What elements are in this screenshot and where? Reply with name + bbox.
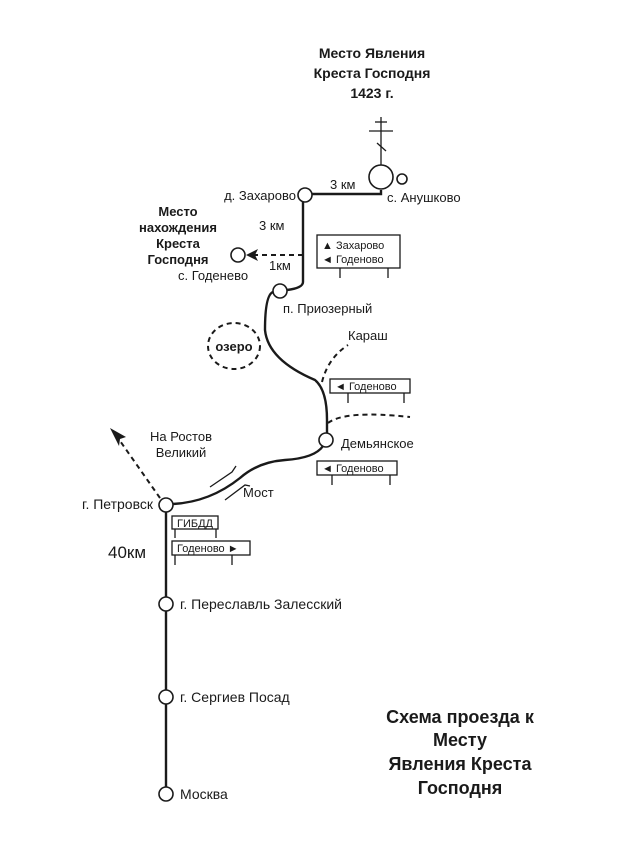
road-to-karash: [321, 344, 349, 383]
scheme-title-line: Явления Креста: [388, 754, 532, 774]
petrovsk-label: г. Петровск: [82, 496, 154, 512]
orthodox-cross-icon: [369, 117, 393, 166]
road-sign-godenevo-right: Годеново ►: [171, 540, 251, 565]
karash-label: Караш: [348, 328, 388, 343]
rostov-label-line: На Ростов: [150, 429, 212, 444]
moskva-node[interactable]: [158, 786, 174, 802]
sergiev-posad-label: г. Сергиев Посад: [180, 689, 290, 705]
rostov-label: На Ростов Великий: [150, 429, 212, 460]
bridge-icon: [209, 465, 251, 501]
road-zakharovo-priozerny: [286, 202, 305, 292]
site-title-line: 1423 г.: [350, 85, 393, 101]
distance-label: 40км: [108, 543, 146, 562]
rostov-label-line: Великий: [156, 445, 207, 460]
road-to-rostov: [117, 437, 161, 499]
sergiev-posad-node[interactable]: [158, 689, 174, 705]
anushkovo-label: с. Анушково: [387, 190, 461, 205]
site-title: Место Явления Креста Господня 1423 г.: [314, 45, 431, 101]
distance-label: 3 км: [259, 218, 285, 233]
priozerny-node[interactable]: [272, 283, 288, 299]
demyanskoye-node[interactable]: [318, 432, 334, 448]
zakharovo-node[interactable]: [297, 187, 313, 203]
site-title-line: Креста Господня: [314, 65, 431, 81]
site-node[interactable]: [368, 164, 394, 190]
godenevo-label: с. Годенево: [178, 268, 248, 283]
scheme-title-line: Схема проезда к: [386, 707, 535, 727]
godenevo-node[interactable]: [230, 247, 246, 263]
find-place-line: Господня: [147, 252, 208, 267]
priozerny-label: п. Приозерный: [283, 301, 372, 316]
sign-text: ◄ Годеново: [322, 463, 384, 475]
road-demyanskoye-petrovsk: [172, 445, 324, 506]
bridge-label: Мост: [243, 485, 274, 500]
distance-label: 3 км: [330, 177, 356, 192]
anushkovo-node[interactable]: [396, 173, 408, 185]
scheme-title-line: Месту: [433, 730, 487, 750]
road-anushkovo-zakharovo: [310, 190, 383, 196]
sign-text: ◄ Годеново: [322, 254, 384, 266]
road-side-east: [327, 413, 411, 424]
distance-label: 1км: [269, 258, 291, 273]
sign-text: Годеново ►: [177, 543, 239, 555]
zakharovo-label: д. Захарово: [224, 188, 296, 203]
find-place-line: нахождения: [139, 220, 217, 235]
find-place-line: Место: [158, 204, 197, 219]
arrow-left-icon: [246, 249, 258, 261]
sign-text: ▲ Захарово: [322, 240, 384, 252]
lake-label: озеро: [215, 339, 252, 354]
find-place-line: Креста: [156, 236, 201, 251]
sign-text: ◄ Годеново: [335, 381, 397, 393]
road-sign-zakharovo-godenevo: ▲ Захарово ◄ Годеново: [316, 234, 401, 278]
road-sign-gibdd: ГИБДД: [171, 515, 219, 538]
moskva-label: Москва: [180, 786, 228, 802]
scheme-title-line: Господня: [418, 778, 503, 798]
find-place-title: Место нахождения Креста Господня: [139, 204, 217, 267]
sign-text: ГИБДД: [177, 518, 214, 530]
arrow-up-left-icon: [110, 428, 126, 446]
road-sign-godenevo: ◄ Годеново: [329, 378, 411, 403]
site-title-line: Место Явления: [319, 45, 425, 61]
scheme-title: Схема проезда к Месту Явления Креста Гос…: [386, 707, 535, 798]
lake: [207, 322, 261, 370]
pereslavl-node[interactable]: [158, 596, 174, 612]
demyanskoye-label: Демьянское: [341, 436, 414, 451]
pereslavl-label: г. Переславль Залесский: [180, 596, 342, 612]
petrovsk-node[interactable]: [158, 497, 174, 513]
road-sign-godenevo: ◄ Годеново: [316, 460, 398, 485]
road-priozerny-demyanskoye: [263, 290, 329, 433]
